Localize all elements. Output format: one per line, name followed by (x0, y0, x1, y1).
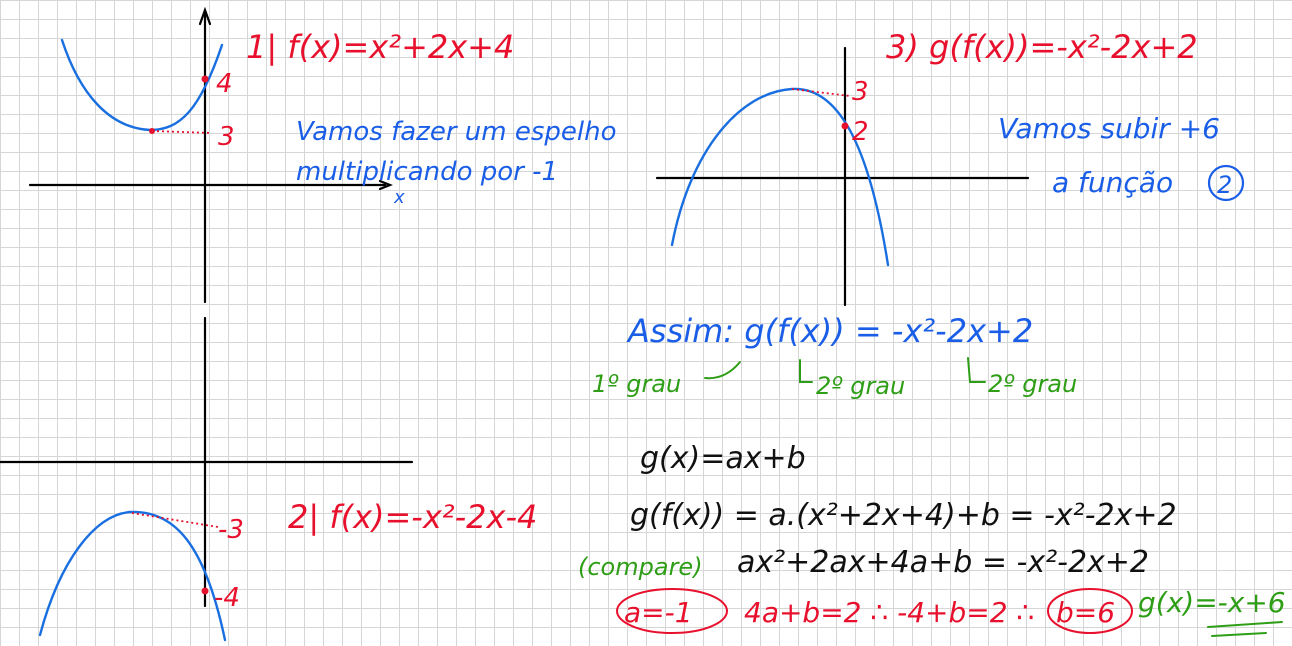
summary-equation: Assim: g(f(x)) = -x²-2x+2 (626, 312, 1033, 350)
graph-1-parabola (60, 38, 224, 132)
summary-arrow-1 (704, 361, 741, 380)
note-1-line-2: multiplicando por -1 (296, 157, 558, 187)
graph-3: 3 2 3) g(f(x))=-x²-2x+2 (655, 28, 1198, 307)
work: g(x)=ax+b g(f(x)) = a.(x²+2x+4)+b = -x²-… (578, 441, 1286, 637)
graph-1-intercept-dot (201, 75, 209, 83)
graph-1-axis-label: x (393, 187, 405, 208)
graph-3-intercept-dot (841, 122, 849, 130)
work-compare: (compare) (578, 553, 703, 581)
summary: Assim: g(f(x)) = -x²-2x+2 1º grau 2º gra… (592, 312, 1077, 400)
work-answer: g(x)=-x+6 (1138, 586, 1286, 619)
graph-2-parabola (38, 510, 227, 642)
graph-1-x-arrow-icon (378, 179, 393, 191)
graph-2: -3 -4 2| f(x)=-x²-2x-4 (0, 316, 537, 642)
work-line-3: ax²+2ax+4a+b = -x²-2x+2 (737, 545, 1149, 580)
note-3-circled-number: 2 (1217, 171, 1232, 199)
work-b-circle (1047, 588, 1133, 634)
work-a-value: a=-1 (624, 596, 693, 629)
work-line-4: 4a+b=2 ∴ -4+b=2 ∴ (744, 596, 1034, 629)
note-3-circle (1207, 164, 1245, 202)
note-3-line-1: Vamos subir +6 (998, 112, 1220, 145)
graph-3-vertex-label: 3 (852, 77, 869, 107)
graph-1-vertex-label: 3 (218, 122, 235, 152)
summary-degree-2b: 2º grau (988, 370, 1077, 398)
work-line-2: g(f(x)) = a.(x²+2x+4)+b = -x²-2x+2 (630, 498, 1177, 533)
summary-arrow-3 (967, 357, 986, 383)
summary-degree-1: 1º grau (592, 370, 681, 398)
graph-1-function-label: 1| f(x)=x²+2x+4 (246, 28, 514, 66)
note-1: Vamos fazer um espelho multiplicando por… (296, 117, 617, 187)
graph-1-vertex-guide (151, 130, 213, 134)
graph-1-vertex-dot (149, 128, 155, 134)
graph-2-function-label: 2| f(x)=-x²-2x-4 (288, 498, 537, 536)
summary-degree-2a: 2º grau (816, 372, 905, 400)
graph-3-intercept-label: 2 (852, 117, 869, 147)
work-b-value: b=6 (1056, 596, 1115, 629)
graph-2-intercept-dot (201, 587, 209, 595)
graph-1: 4 3 x 1| f(x)=x²+2x+4 (28, 6, 514, 304)
work-a-circle (616, 588, 728, 634)
graph-2-intercept-label: -4 (214, 583, 240, 613)
note-1-line-1: Vamos fazer um espelho (296, 117, 617, 147)
note-3-line-2: a função (1052, 166, 1173, 199)
graph-3-function-label: 3) g(f(x))=-x²-2x+2 (886, 28, 1198, 66)
work-answer-underline (1207, 621, 1283, 637)
work-line-1: g(x)=ax+b (640, 441, 806, 476)
summary-arrow-2 (799, 359, 813, 383)
note-3: Vamos subir +6 a função 2 (998, 112, 1245, 202)
graph-1-y-arrow-icon (198, 6, 212, 26)
graph-2-vertex-label: -3 (218, 515, 244, 545)
graph-1-intercept-label: 4 (216, 69, 233, 99)
